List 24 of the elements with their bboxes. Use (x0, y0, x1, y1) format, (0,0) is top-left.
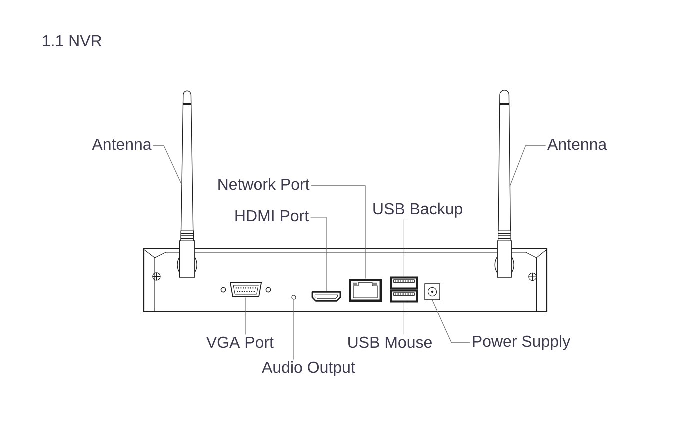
audio-jack (292, 295, 296, 300)
usb-port (390, 276, 418, 290)
leader-line (153, 146, 182, 186)
leader-line (310, 217, 327, 292)
part-label: HDMI Port (236, 210, 309, 222)
antenna (494, 90, 514, 278)
leader-line (510, 146, 546, 186)
part-label: Network Port (218, 178, 310, 190)
power-jack (424, 284, 440, 300)
antenna (177, 90, 198, 278)
leader-line (432, 300, 470, 344)
hdmi-port (312, 292, 342, 302)
vga-port (220, 282, 272, 298)
network-port (349, 278, 382, 302)
part-label: Power Supply (473, 335, 571, 350)
part-label: USB Backup (374, 202, 462, 218)
part-label: Audio Output (262, 361, 356, 376)
part-label: VGA Port (206, 336, 274, 348)
leader-line (311, 186, 366, 280)
part-label: Antenna (548, 138, 608, 150)
heading: 1.1 NVR (43, 35, 102, 46)
usb-port (390, 290, 418, 303)
part-label: USB Mouse (348, 336, 432, 348)
part-label: Antenna (92, 138, 152, 150)
